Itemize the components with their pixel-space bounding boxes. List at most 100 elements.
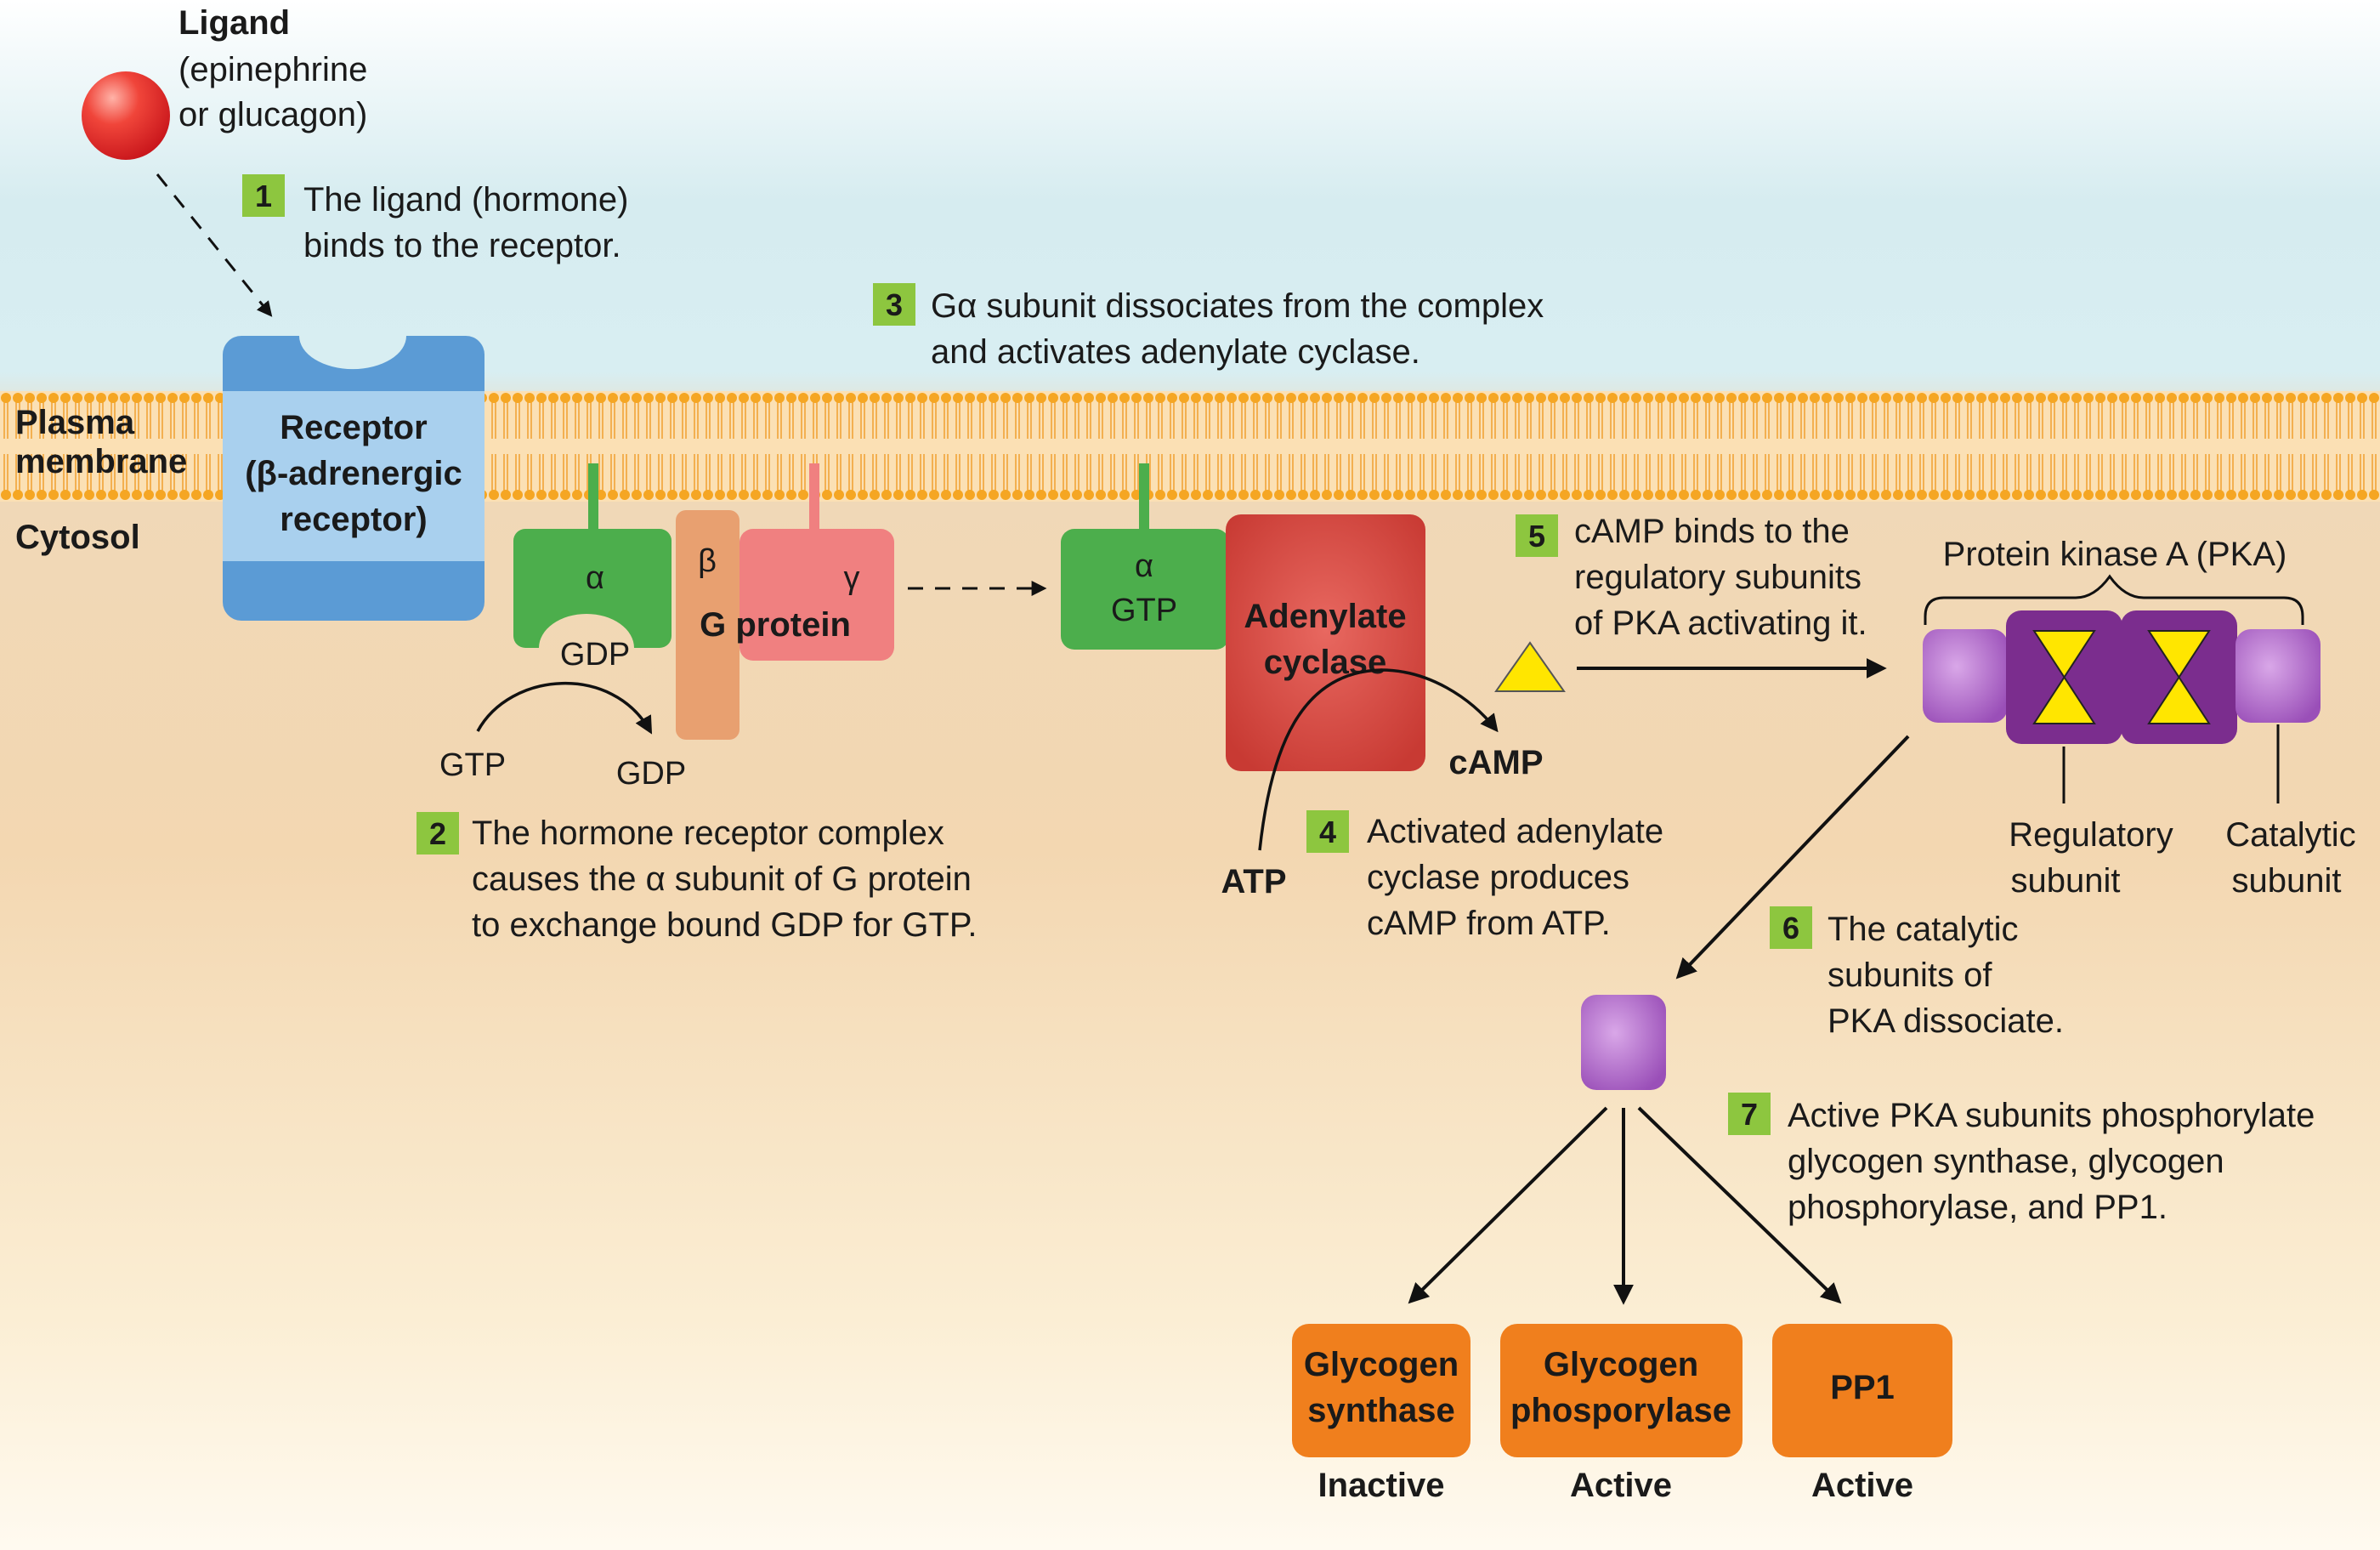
step-2: 2 The hormone receptor complex causes th… — [416, 812, 977, 944]
camp-site-right — [2147, 630, 2211, 724]
step-2-badge — [416, 812, 459, 854]
step-7-number: 7 — [1741, 1097, 1758, 1132]
free-catalytic-subunit — [1581, 995, 1666, 1090]
step-7-line-3: phosphorylase, and PP1. — [1788, 1189, 2168, 1226]
ligand-sphere — [82, 71, 170, 160]
camp-triangle — [1494, 641, 1566, 692]
target-2-label-1: Glycogen — [1544, 1346, 1698, 1383]
step-3-line-1: Gα subunit dissociates from the complex — [931, 287, 1544, 325]
step-6-line-1: The catalytic — [1828, 911, 2019, 948]
step-6-number: 6 — [1782, 911, 1799, 945]
step-1-badge — [242, 174, 285, 217]
camp-site-left — [2032, 630, 2096, 724]
step-2-line-1: The hormone receptor complex — [472, 815, 944, 852]
pka-bracket — [1924, 574, 2304, 625]
step-1-number: 1 — [255, 179, 272, 213]
alpha-gtp-subunit — [1061, 529, 1229, 650]
target-1-state: Inactive — [1318, 1467, 1445, 1504]
step-3-number: 3 — [886, 287, 903, 322]
g-protein-complex: α β γ GDP G protein — [513, 463, 894, 740]
receptor-label-3: receptor) — [280, 501, 427, 538]
alpha-label: α — [586, 560, 604, 596]
pka-title: Protein kinase A (PKA) — [1943, 536, 2287, 573]
alpha-gtp-gtp-label: GTP — [1111, 593, 1177, 628]
step-1: 1 The ligand (hormone) binds to the rece… — [242, 174, 628, 264]
gdp-bound-label: GDP — [560, 637, 630, 673]
step-5-line-3: of PKA activating it. — [1574, 605, 1867, 642]
receptor: Receptor (β-adrenergic receptor) — [223, 336, 484, 621]
target-1-label-2: synthase — [1307, 1392, 1454, 1429]
step-4-line-3: cAMP from ATP. — [1367, 905, 1611, 942]
step-3-badge — [873, 283, 915, 326]
step-4-line-1: Activated adenylate — [1367, 813, 1663, 850]
step-5-line-2: regulatory subunits — [1574, 559, 1862, 596]
step-3-line-2: and activates adenylate cyclase. — [931, 333, 1420, 371]
atp-to-camp-arrow — [1258, 668, 1499, 851]
target-pp1: PP1 Active — [1772, 1324, 1952, 1504]
step-7-line-1: Active PKA subunits phosphorylate — [1788, 1097, 2315, 1134]
gtp-exchange-arrow — [476, 682, 653, 735]
step-5-number: 5 — [1528, 519, 1545, 554]
step-6-badge — [1770, 906, 1812, 949]
target-1-label-1: Glycogen — [1304, 1346, 1459, 1383]
step-3: 3 Gα subunit dissociates from the comple… — [873, 283, 1544, 371]
step-5-line-1: cAMP binds to the — [1574, 513, 1850, 550]
catalytic-label-1: Catalytic — [2225, 816, 2355, 854]
alpha-gtp-anchor — [1139, 463, 1149, 531]
pka-catalytic-subunit-right — [2236, 629, 2320, 723]
arrow-to-glycogen-synthase — [1408, 1106, 1608, 1304]
pka-complex — [1923, 610, 2320, 744]
plasma-membrane-label-1: Plasma — [15, 404, 135, 441]
ligand-subtitle-1: (epinephrine — [178, 51, 367, 88]
g-protein-label: G protein — [700, 606, 851, 644]
pka-dissociation-arrow — [1675, 735, 1910, 979]
receptor-label-1: Receptor — [280, 409, 427, 446]
target-3-state: Active — [1811, 1467, 1913, 1504]
step-1-line-2: binds to the receptor. — [303, 227, 621, 264]
ligand-title: Ligand — [178, 4, 290, 42]
target-3-label-1: PP1 — [1830, 1369, 1895, 1406]
step-7: 7 Active PKA subunits phosphorylate glyc… — [1728, 1093, 2315, 1226]
adenylate-cyclase-label-1: Adenylate — [1244, 598, 1406, 635]
target-glycogen-synthase: Glycogen synthase Inactive — [1292, 1324, 1470, 1504]
step-4: 4 Activated adenylate cyclase produces c… — [1306, 810, 1663, 942]
step-1-line-1: The ligand (hormone) — [303, 181, 628, 219]
target-glycogen-phosphorylase: Glycogen phosporylase Active — [1500, 1324, 1742, 1504]
alpha-anchor — [588, 463, 598, 531]
beta-label: β — [698, 543, 717, 579]
step-5: 5 cAMP binds to the regulatory subunits … — [1516, 513, 1867, 642]
step-7-badge — [1728, 1093, 1771, 1135]
adenylate-cyclase-label-2: cyclase — [1264, 644, 1387, 681]
gdp-label: GDP — [616, 756, 686, 792]
gamma-anchor — [809, 463, 819, 531]
plasma-membrane-label-2: membrane — [15, 443, 187, 480]
beta-subunit — [676, 510, 740, 740]
step-5-badge — [1516, 514, 1558, 557]
alpha-subunit — [513, 529, 672, 648]
gamma-label: γ — [844, 560, 860, 596]
cytosol-label: Cytosol — [15, 519, 140, 556]
step-4-badge — [1306, 810, 1349, 853]
regulatory-label-2: subunit — [2011, 862, 2121, 900]
target-2-state: Active — [1570, 1467, 1672, 1504]
step-2-line-2: causes the α subunit of G protein — [472, 860, 972, 898]
step-2-number: 2 — [429, 816, 446, 851]
receptor-label-2: (β-adrenergic — [245, 455, 462, 492]
regulatory-label-1: Regulatory — [2009, 816, 2173, 854]
arrow-to-pp1 — [1637, 1106, 1842, 1304]
adenylate-cyclase — [1226, 514, 1425, 771]
ligand-binding-arrow — [156, 173, 273, 317]
step-6: 6 The catalytic subunits of PKA dissocia… — [1770, 906, 2064, 1040]
gamma-subunit — [740, 529, 894, 661]
catalytic-label-2: subunit — [2232, 862, 2342, 900]
step-4-line-2: cyclase produces — [1367, 859, 1629, 896]
pka-catalytic-subunit-left — [1923, 629, 2008, 723]
step-6-line-2: subunits of — [1828, 957, 1992, 994]
gtp-label: GTP — [439, 747, 506, 783]
camp-label: cAMP — [1448, 744, 1543, 781]
step-4-number: 4 — [1319, 815, 1336, 849]
target-2-label-2: phosporylase — [1510, 1392, 1731, 1429]
